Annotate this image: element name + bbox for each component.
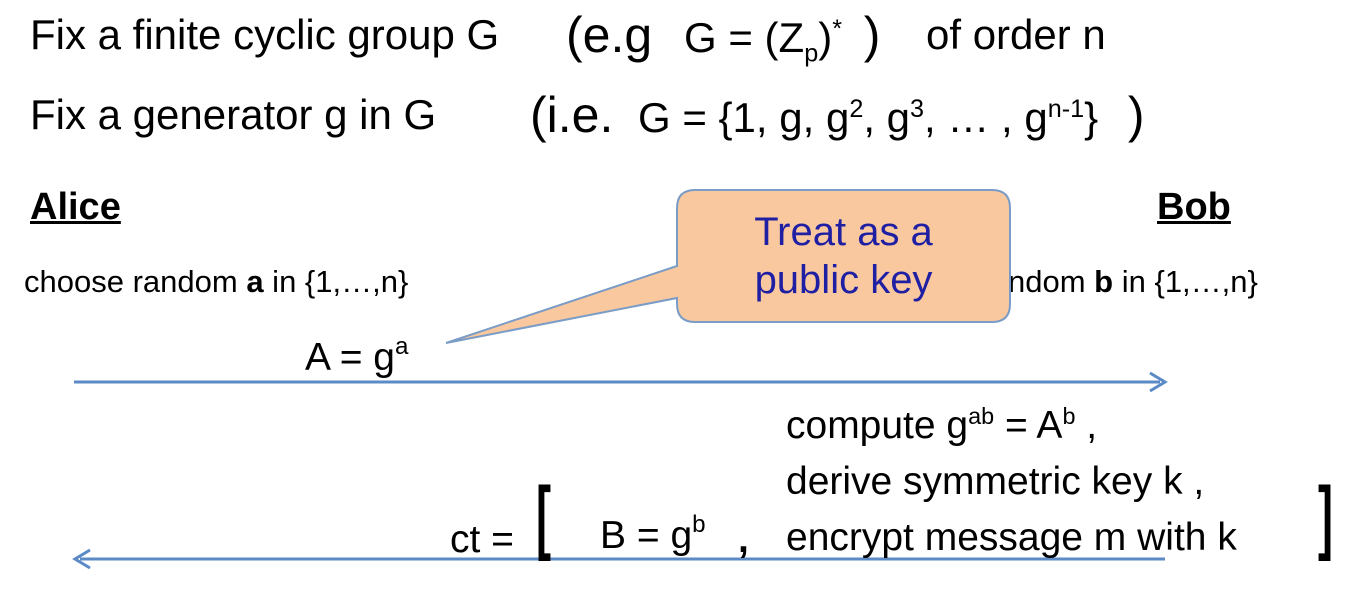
message-a-base: A = g: [305, 336, 395, 379]
set-start: G = {1, g, g: [638, 94, 850, 141]
example-group: G = (Z: [684, 14, 805, 61]
order-text: of order n: [926, 10, 1106, 60]
arrow-to-alice-head: [72, 548, 91, 570]
bob-steps: compute gab = Ab , derive symmetric key …: [786, 398, 1237, 566]
alice-choose-suffix: in {1,…,n}: [263, 264, 409, 299]
encrypt-step: encrypt message m with k: [786, 516, 1237, 559]
set-mid-b: , … , g: [924, 94, 1048, 141]
bob-choose-suffix: in {1,…,n}: [1113, 264, 1258, 299]
header-line-2-text: Fix a generator g in G: [30, 91, 437, 138]
bob-choose-var: b: [1094, 264, 1114, 299]
set-mid-a: , g: [863, 94, 911, 141]
ie-paren-close: ): [1127, 87, 1145, 143]
alice-label: Alice: [30, 186, 121, 228]
bob-choose: ndom b in {1,…,n}: [1008, 264, 1258, 300]
compute-exp: ab: [968, 403, 995, 429]
example-close: ): [818, 14, 833, 61]
order-label: of order n: [926, 11, 1106, 58]
callout-line-1: Treat as a: [754, 210, 933, 254]
sup-n-minus-1: n-1: [1047, 95, 1085, 123]
callout: Treat as a public key: [677, 208, 1010, 304]
compute-suffix: ,: [1075, 404, 1098, 447]
alice-choose-var: a: [246, 264, 264, 299]
message-a-exp: a: [395, 332, 409, 360]
bob-choose-prefix: ndom: [1008, 264, 1095, 299]
compute-step: compute gab = Ab ,: [786, 398, 1237, 454]
set-close: }: [1084, 94, 1099, 141]
ciphertext-comma: ,: [738, 518, 749, 561]
ciphertext-open-bracket: [: [536, 471, 552, 562]
example-subscript: p: [804, 39, 819, 68]
generator-set: G = {1, g, g2, g3, … , gn-1} ): [638, 90, 1145, 143]
ciphertext-b-base: B = g: [600, 514, 693, 557]
header-line-1-text: Fix a finite cyclic group G: [30, 11, 500, 58]
compute-mid: = A: [994, 404, 1063, 447]
header-line-1: Fix a finite cyclic group G: [30, 10, 499, 60]
bob-label: Bob: [1157, 186, 1231, 228]
ciphertext-b: B = gb: [600, 510, 706, 558]
sup-3: 3: [910, 95, 925, 123]
group-example-formula: G = (Zp)* ): [684, 7, 881, 66]
message-a: A = ga: [305, 332, 409, 380]
sup-2: 2: [849, 95, 864, 123]
ciphertext-b-exp: b: [692, 510, 706, 538]
derive-step: derive symmetric key k ,: [786, 460, 1205, 503]
example-paren-close: ): [863, 7, 881, 63]
ciphertext-label: ct =: [450, 518, 514, 561]
group-example: (e.g: [566, 10, 652, 63]
example-superscript: *: [832, 15, 843, 43]
ie-prefix: (i.e.: [530, 87, 614, 143]
compute-prefix: compute g: [786, 404, 969, 447]
example-prefix: (e.g: [566, 7, 653, 63]
alice-choose: choose random a in {1,…,n}: [24, 264, 408, 300]
callout-bubble: [445, 189, 1011, 344]
callout-line-2: public key: [754, 258, 933, 302]
alice-choose-prefix: choose random: [24, 264, 247, 299]
header-line-2: Fix a generator g in G: [30, 90, 436, 140]
arrow-to-bob-head: [1149, 371, 1168, 393]
generator-example: (i.e.: [530, 90, 613, 143]
compute-exp2: b: [1062, 403, 1076, 429]
ciphertext-close-bracket: ]: [1318, 471, 1334, 562]
